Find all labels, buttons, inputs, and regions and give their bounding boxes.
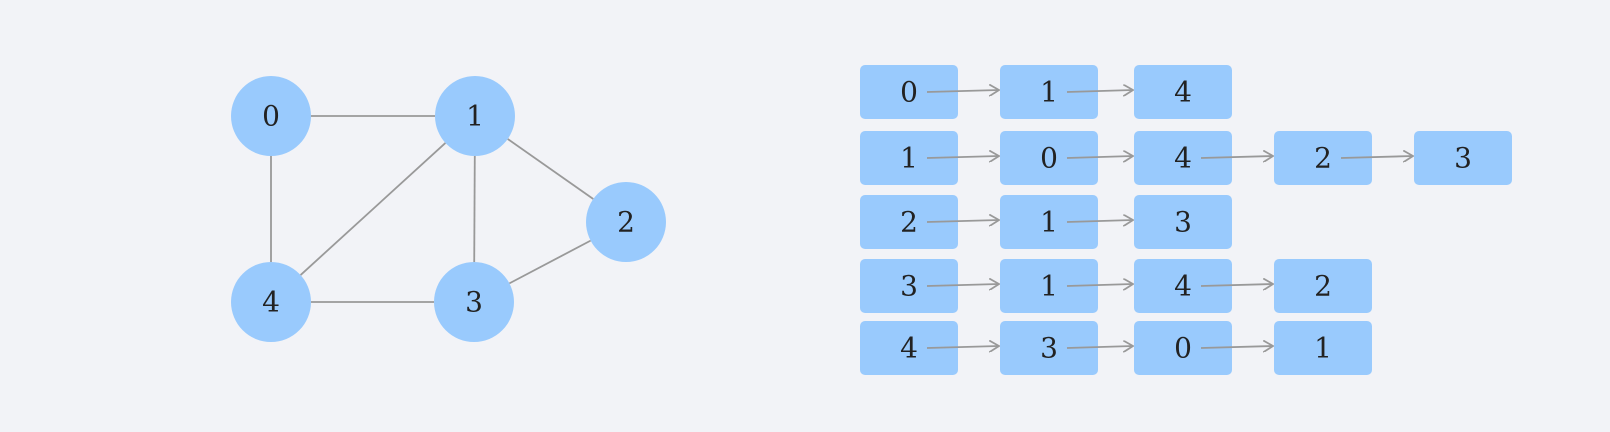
adjacency-arrow (926, 346, 999, 348)
adjacency-head-cell (860, 131, 958, 185)
adjacency-neighbor-cell (1000, 321, 1098, 375)
adjacency-head-cell (860, 259, 958, 313)
graph-node-label: 2 (617, 206, 635, 239)
adjacency-arrow (1340, 156, 1413, 158)
adjacency-neighbor-cell (1134, 321, 1232, 375)
adjacency-neighbor-cell (1414, 131, 1512, 185)
adjacency-neighbor-cell (1000, 259, 1098, 313)
adjacency-neighbor-cell (1274, 321, 1372, 375)
adjacency-neighbor-label: 0 (1040, 142, 1058, 175)
adjacency-neighbor-label: 4 (1174, 270, 1192, 303)
adjacency-row-0: 0 1 4 (860, 65, 1232, 119)
adjacency-row-2: 2 1 3 (860, 195, 1232, 249)
graph-edge-3-2 (508, 239, 592, 285)
adjacency-row-1: 1 0 4 2 3 (860, 131, 1512, 185)
graph-node-1: 1 (435, 76, 515, 156)
adjacency-head-label: 1 (900, 142, 918, 175)
adjacency-head-cell (860, 321, 958, 375)
adjacency-arrow (1066, 284, 1133, 286)
adjacency-row-3: 3 1 4 2 (860, 259, 1372, 313)
adjacency-neighbor-label: 3 (1040, 332, 1058, 365)
graph-node-label: 3 (465, 286, 483, 319)
adjacency-arrow (1066, 220, 1133, 222)
graph-edge-1-2 (507, 138, 594, 200)
adjacency-neighbor-cell (1134, 65, 1232, 119)
adjacency-head-label: 3 (900, 270, 918, 303)
graph-node-circle (435, 76, 515, 156)
adjacency-head-cell (860, 65, 958, 119)
adjacency-neighbor-label: 1 (1040, 76, 1058, 109)
graph-node-circle (231, 76, 311, 156)
adjacency-neighbor-cell (1134, 259, 1232, 313)
adjacency-neighbor-cell (1134, 131, 1232, 185)
adjacency-arrow (926, 90, 999, 92)
adjacency-neighbor-cell (1000, 131, 1098, 185)
adjacency-neighbor-cell (1274, 259, 1372, 313)
adjacency-head-label: 4 (900, 332, 918, 365)
adjacency-arrow (1066, 156, 1133, 158)
adjacency-row-4: 4 3 0 1 (860, 321, 1372, 375)
adjacency-neighbor-label: 1 (1040, 270, 1058, 303)
graph-node-label: 1 (466, 100, 484, 133)
adjacency-arrow (926, 156, 999, 158)
adjacency-neighbor-label: 2 (1314, 142, 1332, 175)
adjacency-neighbor-label: 4 (1174, 76, 1192, 109)
graph-node-4: 4 (231, 262, 311, 342)
graph-nodes: 0 1 2 3 4 (231, 76, 666, 342)
adjacency-neighbor-label: 0 (1174, 332, 1192, 365)
adjacency-neighbor-label: 4 (1174, 142, 1192, 175)
graph-edges (270, 115, 594, 303)
graph-node-3: 3 (434, 262, 514, 342)
adjacency-neighbor-label: 1 (1314, 332, 1332, 365)
adjacency-head-label: 2 (900, 206, 918, 239)
graph-node-circle (231, 262, 311, 342)
graph-edge-1-3 (473, 155, 476, 263)
graph-node-circle (586, 182, 666, 262)
adjacency-neighbor-cell (1000, 195, 1098, 249)
adjacency-neighbor-label: 3 (1454, 142, 1472, 175)
graph-node-circle (434, 262, 514, 342)
graph-node-0: 0 (231, 76, 311, 156)
adjacency-arrow (926, 284, 999, 286)
graph-node-label: 4 (262, 286, 280, 319)
graph-node-2: 2 (586, 182, 666, 262)
adjacency-list: 0 1 4 1 0 4 2 3 2 1 3 3 1 4 2 4 3 0 1 (860, 65, 1512, 375)
adjacency-head-cell (860, 195, 958, 249)
adjacency-neighbor-label: 1 (1040, 206, 1058, 239)
adjacency-neighbor-cell (1274, 131, 1372, 185)
adjacency-neighbor-label: 2 (1314, 270, 1332, 303)
graph-edge-1-4 (299, 142, 447, 276)
adjacency-arrow (1200, 284, 1273, 286)
adjacency-neighbor-cell (1000, 65, 1098, 119)
adjacency-head-label: 0 (900, 76, 918, 109)
adjacency-arrow (1066, 346, 1133, 348)
adjacency-arrow (1200, 346, 1273, 348)
graph-node-label: 0 (262, 100, 280, 133)
adjacency-arrow (1200, 156, 1273, 158)
adjacency-neighbor-cell (1134, 195, 1232, 249)
adjacency-arrow (1066, 90, 1133, 92)
adjacency-arrow (926, 220, 999, 222)
adjacency-neighbor-label: 3 (1174, 206, 1192, 239)
